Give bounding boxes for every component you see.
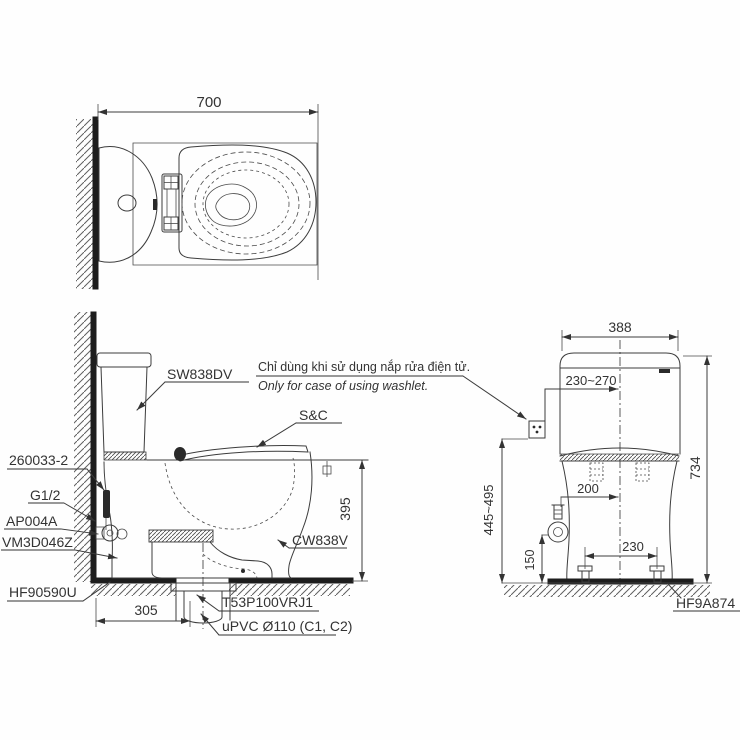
- dim-388-text: 388: [608, 319, 632, 335]
- dim-388: 388: [561, 319, 679, 351]
- seat-ring-dashed: [194, 161, 300, 247]
- pedestal-right: [669, 460, 678, 582]
- dim-supply-offset: 200: [560, 481, 619, 507]
- water-surface-inner: [215, 193, 251, 221]
- seat-profile: [176, 444, 309, 462]
- trap-left: [151, 541, 163, 579]
- footprint-outline: [132, 142, 318, 266]
- seat-bolt-left: [589, 462, 604, 482]
- trap-flange: [148, 529, 214, 543]
- label-outlet-joint: T53P100VRJ1: [222, 594, 313, 610]
- drain-pipe: [170, 543, 237, 629]
- label-supply-thread: G1/2: [30, 487, 61, 503]
- seat-hinge: [161, 173, 183, 233]
- supply-valve: [547, 504, 569, 543]
- wall-line: [90, 311, 97, 582]
- water-surface-outline: [205, 183, 257, 227]
- dim-outlet-height: 445~495: [481, 438, 528, 584]
- trap-channel-dashed: [202, 553, 258, 579]
- note-english: Only for case of using washlet.: [258, 379, 428, 393]
- dim-305: 305: [95, 598, 191, 627]
- wall-hatch: [74, 312, 91, 582]
- dim-supply-height: 150: [523, 534, 548, 584]
- flush-button-mark: [659, 369, 670, 373]
- dim-734: 734: [683, 355, 712, 584]
- floor-line: [547, 578, 694, 585]
- seat-hinge-knob: [174, 447, 186, 461]
- dim-305-text: 305: [134, 602, 158, 618]
- floor-line: [90, 577, 177, 584]
- bowl-interior-dashed: [164, 457, 295, 530]
- pedestal-left: [561, 460, 570, 582]
- dim-outlet-offset-text: 230~270: [566, 373, 617, 388]
- floor-line: [228, 577, 354, 584]
- dim-395-text: 395: [337, 497, 353, 521]
- side-view: 395 305 SW838DV S&C 260033-2 G1/2 AP004A: [1, 311, 369, 636]
- label-tank-fitting: 260033-2: [9, 452, 68, 468]
- dim-supply-offset-text: 200: [577, 481, 599, 496]
- dim-supply-height-text: 150: [523, 550, 537, 571]
- dim-outlet-height-text: 445~495: [481, 485, 496, 536]
- washlet-note: Chỉ dùng khi sử dụng nắp rửa điện tử. On…: [256, 359, 527, 420]
- lid-top-outline: [178, 144, 317, 261]
- label-stop-valve: AP004A: [6, 513, 58, 529]
- tank-top-outline: [98, 146, 158, 263]
- dim-700: 700: [97, 94, 319, 280]
- tank-front: [559, 352, 681, 455]
- seat-outer-dashed: [181, 151, 311, 255]
- dim-700-text: 700: [196, 94, 221, 111]
- wall-hatch: [76, 119, 93, 289]
- seat-front: [559, 447, 680, 482]
- front-view: 388 734 230~270 445~495 200: [481, 319, 740, 612]
- outlet-box: [528, 420, 546, 439]
- label-supply-hose: VM3D046Z: [2, 534, 73, 550]
- label-floor-flange: HF90590U: [9, 584, 77, 600]
- label-drain-pipe: uPVC Ø110 (C1, C2): [222, 618, 352, 634]
- dim-outlet-offset: 230~270: [544, 373, 619, 422]
- note-leader: [462, 375, 527, 420]
- top-view: 700: [76, 94, 319, 290]
- hinge-tick: [153, 199, 157, 210]
- note-vietnamese: Chỉ dùng khi sử dụng nắp rửa điện tử.: [258, 359, 470, 374]
- floor-hatch: [91, 584, 176, 596]
- seat-opening-dashed: [202, 169, 290, 239]
- dim-bolt-spacing: 230: [584, 539, 658, 569]
- dim-734-text: 734: [687, 456, 703, 480]
- floor-hatch: [229, 584, 350, 596]
- label-seat-cover: S&C: [299, 407, 328, 423]
- tank-side: [96, 352, 152, 461]
- tank-bolt: [103, 490, 110, 518]
- front-view-labels: HF9A874: [667, 583, 740, 612]
- dim-395: 395: [337, 459, 368, 582]
- side-view-labels: SW838DV S&C 260033-2 G1/2 AP004A VM3D046…: [1, 366, 352, 636]
- tank-lid-hole: [117, 194, 137, 212]
- dim-bolt-spacing-text: 230: [622, 539, 644, 554]
- label-bowl: CW838V: [292, 532, 349, 548]
- seat-bolt-nut: [322, 465, 332, 475]
- trap-channel: [209, 541, 273, 579]
- wall-line: [92, 116, 99, 290]
- seat-bolt-right: [635, 462, 650, 482]
- bowl-front-profile: [288, 451, 313, 579]
- label-tank: SW838DV: [167, 366, 233, 382]
- label-bolt-cap: HF9A874: [676, 595, 735, 611]
- trap-bolt-dot: [241, 569, 245, 573]
- floor-hatch: [504, 585, 710, 597]
- bowl-rear-profile: [103, 461, 113, 579]
